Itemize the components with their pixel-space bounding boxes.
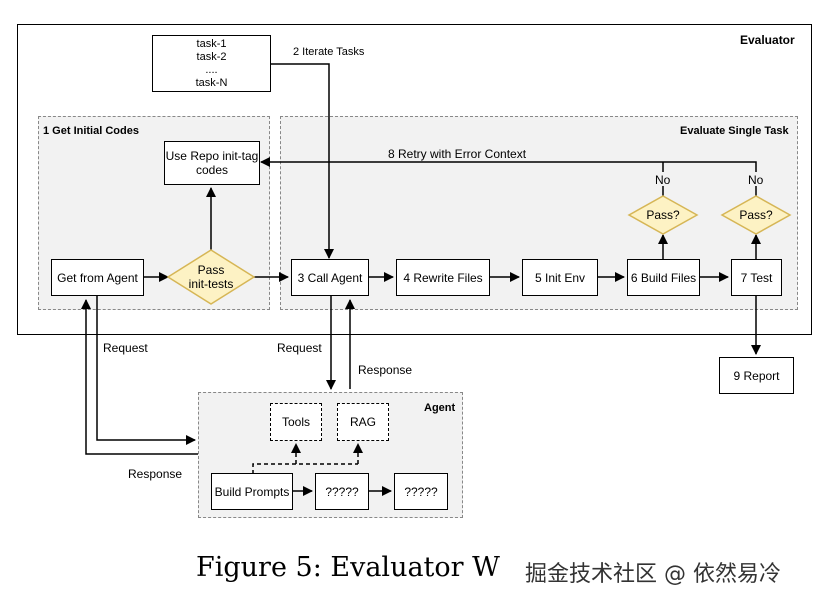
get-from-agent-box: Get from Agent: [51, 259, 144, 296]
test-box: 7 Test: [731, 259, 782, 296]
pass-test-diamond: [720, 195, 792, 235]
agent-title: Agent: [424, 402, 456, 414]
pass-init-tests-label: Pass init-tests: [188, 263, 234, 291]
tasks-box: task-1 task-2 .... task-N: [152, 35, 271, 92]
left-response-arrow: [81, 299, 198, 455]
iterate-tasks-arrow: [271, 63, 334, 259]
left-request-label: Request: [103, 341, 148, 355]
no-build-label: No: [655, 173, 671, 187]
init-env-box: 5 Init Env: [522, 259, 598, 296]
agent-step2-box: ?????: [315, 473, 369, 510]
center-request-label: Request: [277, 341, 322, 355]
tools-box: Tools: [270, 403, 322, 441]
left-response-label: Response: [128, 467, 183, 481]
watermark-text: 掘金技术社区 @ 依然易冷: [525, 562, 781, 587]
left-request-arrow: [96, 296, 196, 445]
rewrite-files-box: 4 Rewrite Files: [396, 259, 490, 296]
build-prompts-box: Build Prompts: [211, 473, 293, 510]
initial-codes-title: 1 Get Initial Codes: [43, 125, 139, 137]
evaluator-title: Evaluator: [740, 33, 795, 47]
figure-caption: Figure 5: Evaluator W: [196, 552, 500, 583]
pass-build-diamond: [627, 195, 699, 235]
call-agent-box: 3 Call Agent: [291, 259, 369, 296]
build-files-box: 6 Build Files: [627, 259, 700, 296]
pass-build-label: Pass?: [646, 208, 680, 222]
iterate-tasks-label: 2 Iterate Tasks: [293, 46, 365, 58]
center-response-label: Response: [358, 363, 413, 377]
retry-label: 8 Retry with Error Context: [388, 147, 527, 161]
retry-arrow: [260, 157, 757, 172]
report-box: 9 Report: [719, 357, 794, 394]
use-repo-box: Use Repo init-tag codes: [164, 141, 260, 185]
evaluate-single-title: Evaluate Single Task: [680, 125, 789, 137]
rag-box: RAG: [337, 403, 389, 441]
agent-step3-box: ?????: [394, 473, 448, 510]
no-test-label: No: [748, 173, 764, 187]
pass-test-label: Pass?: [739, 208, 773, 222]
pass-init-tests-diamond: [166, 249, 256, 305]
prompt-to-tools-dashed: [252, 463, 358, 474]
